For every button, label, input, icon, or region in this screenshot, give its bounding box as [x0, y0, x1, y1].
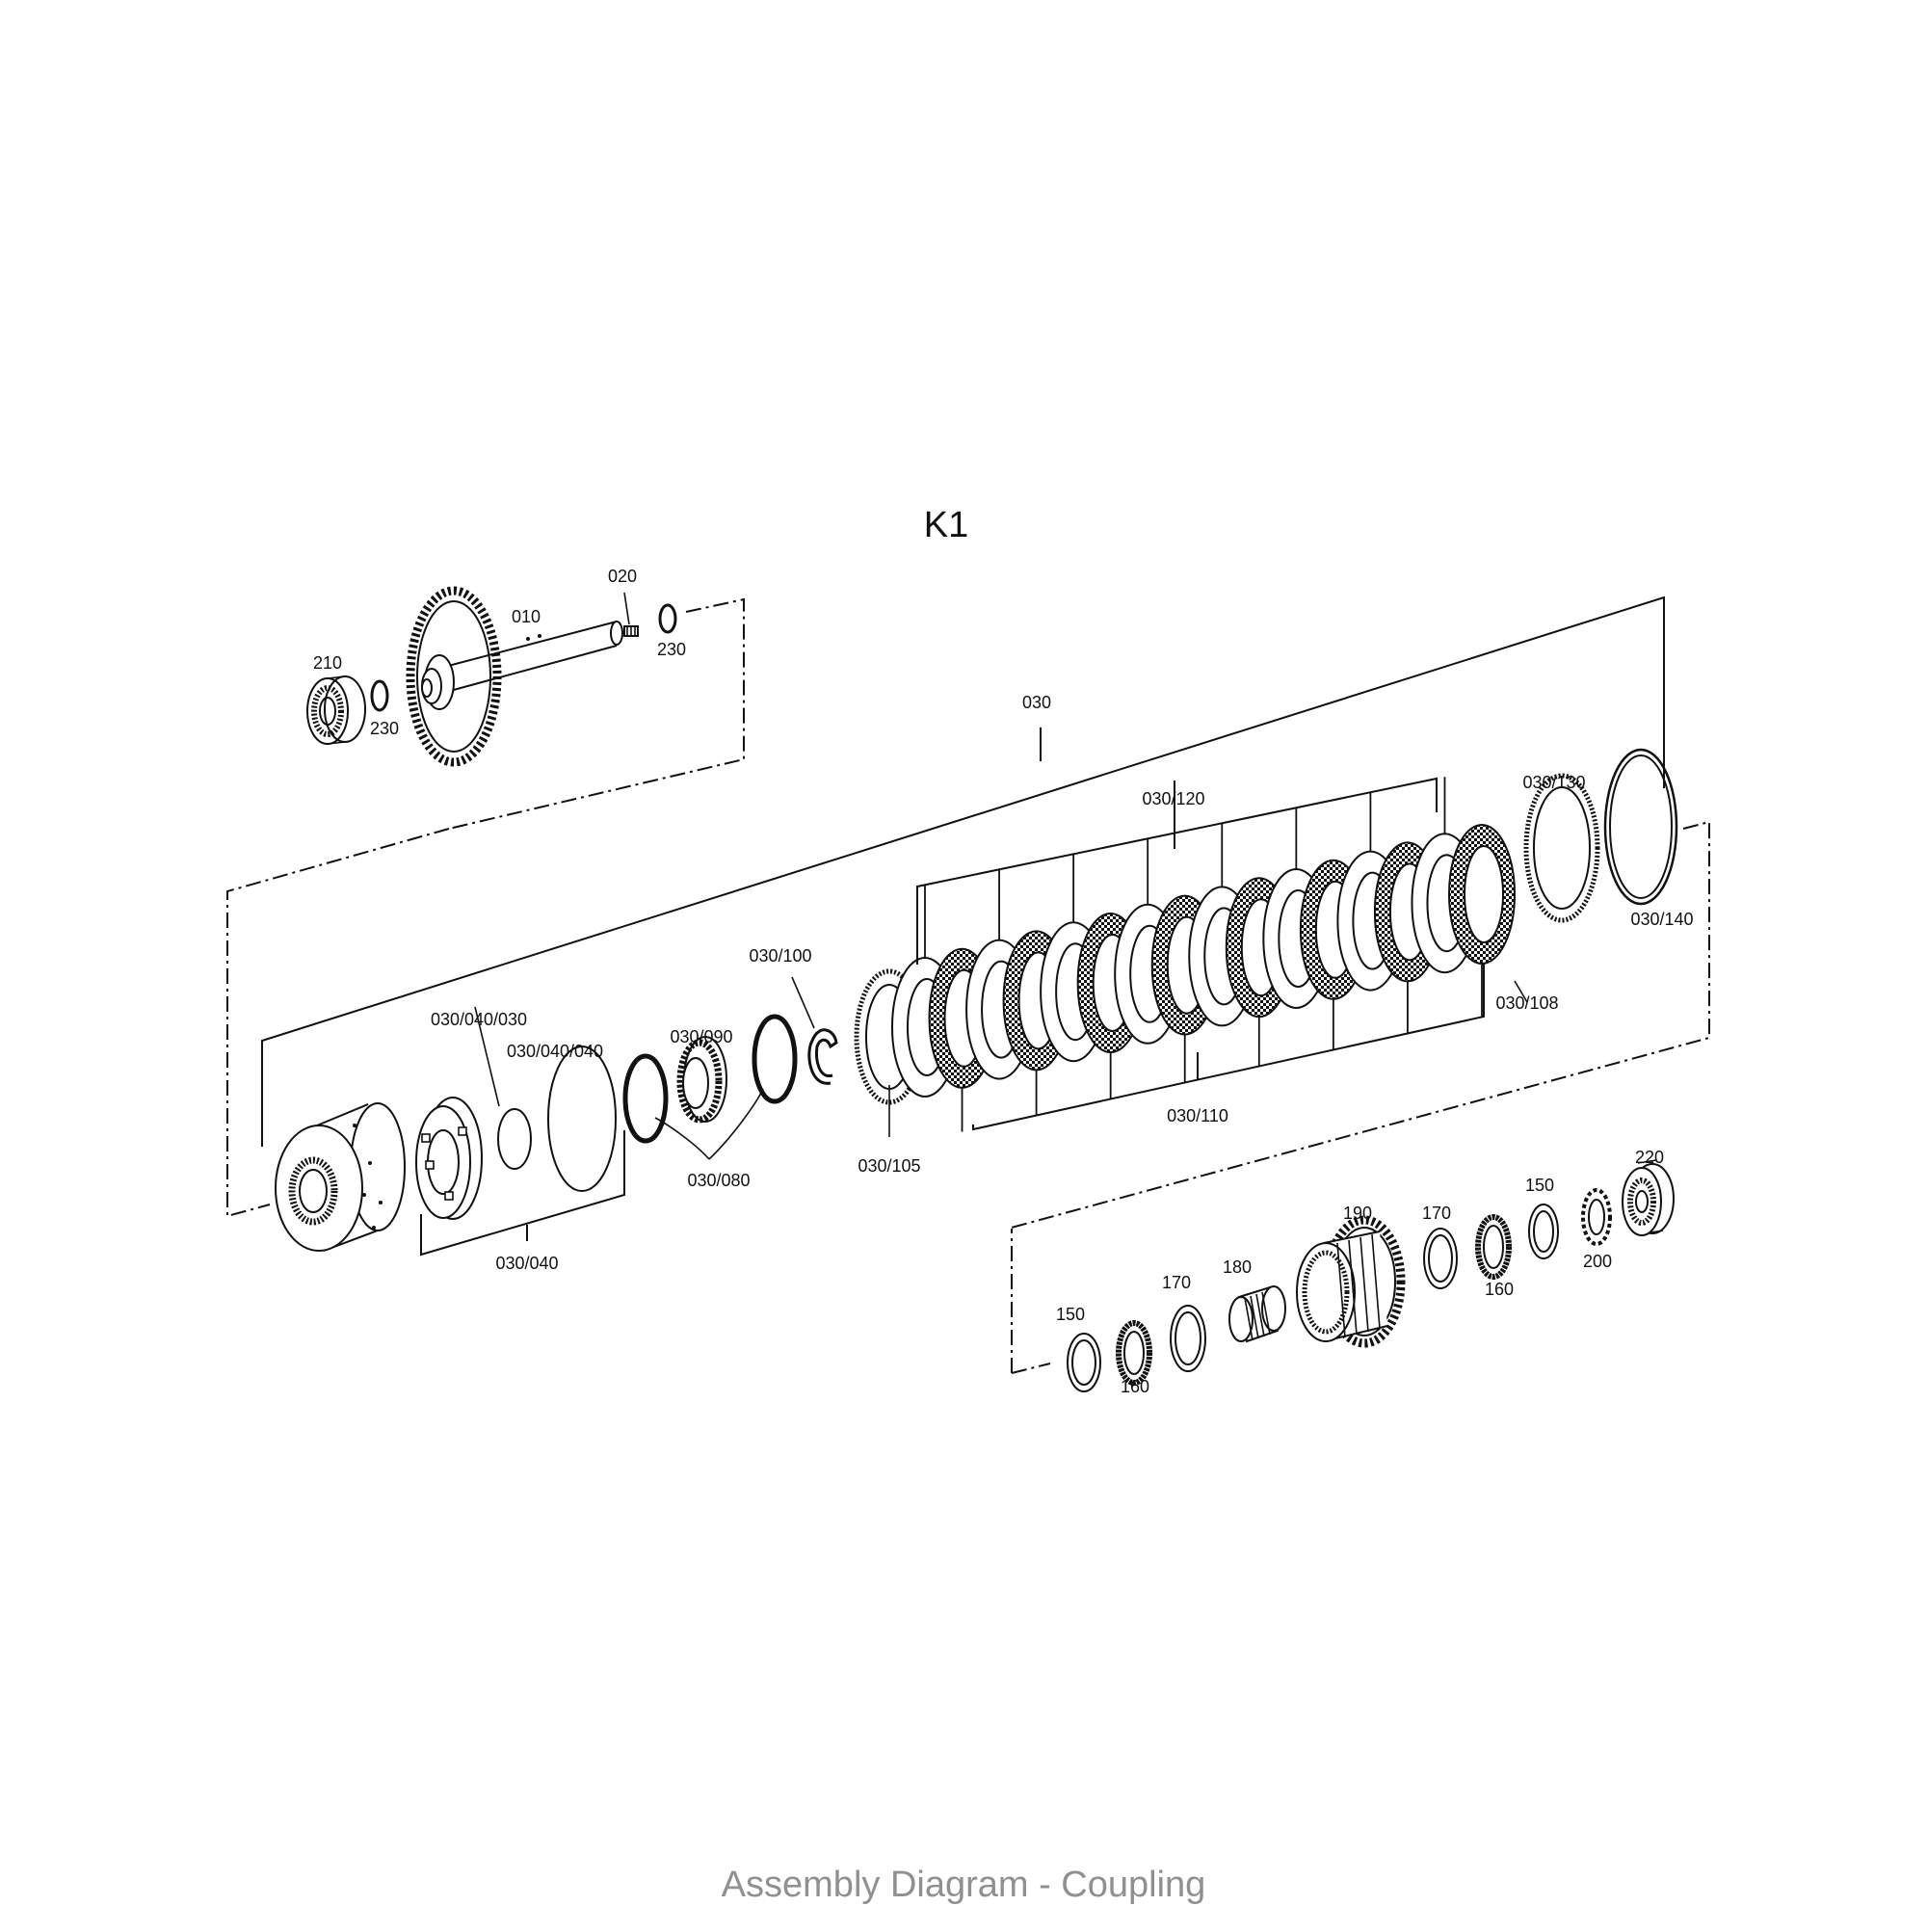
label-220: 220 — [1635, 1148, 1664, 1167]
group-piston: 030/040/030 030/040/040 030/040 030/090 … — [275, 946, 838, 1273]
ring-230-right — [658, 603, 677, 634]
ring-030-140 — [1603, 748, 1678, 906]
main-brackets: 030 — [226, 595, 1710, 1230]
label-150-right: 150 — [1525, 1176, 1554, 1195]
label-030-040-040: 030/040/040 — [507, 1042, 603, 1061]
label-030-100: 030/100 — [749, 946, 811, 966]
label-030: 030 — [1022, 693, 1051, 712]
label-030-090: 030/090 — [670, 1027, 732, 1046]
pin-020 — [623, 625, 639, 637]
label-010: 010 — [512, 607, 541, 626]
label-030-120: 030/120 — [1142, 789, 1204, 808]
washer-170-left — [1170, 1305, 1206, 1372]
label-030-140: 030/140 — [1630, 910, 1693, 929]
label-200: 200 — [1583, 1252, 1612, 1271]
snap-ring-030-100 — [807, 1028, 838, 1085]
disc-stack — [891, 824, 1516, 1098]
label-170-right: 170 — [1422, 1204, 1451, 1223]
clutch-housing — [275, 1102, 406, 1252]
label-170-left: 170 — [1162, 1273, 1191, 1292]
label-030-080: 030/080 — [687, 1171, 750, 1190]
label-030-040: 030/040 — [495, 1254, 558, 1273]
label-180: 180 — [1223, 1257, 1252, 1277]
group-disc-pack: 030/105 030/110 030/120 030/108 030/130 … — [854, 748, 1694, 1176]
gear-shaft-010 — [406, 586, 623, 767]
label-230-right: 230 — [657, 640, 686, 659]
label-210: 210 — [313, 653, 342, 673]
label-160-right: 160 — [1485, 1280, 1514, 1299]
group-shaft: 210 230 010 020 230 — [306, 567, 745, 830]
piston-030-040 — [415, 1097, 483, 1220]
needle-cage-180 — [1228, 1285, 1286, 1343]
disc-bore — [1464, 845, 1504, 943]
diagram-caption: Assembly Diagram - Coupling — [721, 1865, 1206, 1905]
disc-bracket-ticks — [924, 777, 1483, 1132]
label-230-left: 230 — [370, 719, 399, 738]
ring-030-080-right — [752, 1014, 798, 1104]
label-150-left: 150 — [1056, 1305, 1085, 1324]
label-030-040-030: 030/040/030 — [431, 1010, 527, 1029]
label-030-105: 030/105 — [858, 1156, 920, 1176]
label-030-130: 030/130 — [1522, 773, 1585, 792]
label-030-108: 030/108 — [1495, 993, 1558, 1013]
seal-030-040-040 — [547, 1045, 617, 1192]
spring-pack-030-090 — [676, 1036, 727, 1124]
label-160-left: 160 — [1121, 1377, 1149, 1396]
group-output: 150 160 170 180 190 170 160 150 200 220 — [1011, 1148, 1675, 1396]
gear-190 — [1296, 1215, 1406, 1348]
bearing-220 — [1622, 1159, 1675, 1236]
label-190: 190 — [1343, 1204, 1372, 1223]
seal-030-040-030 — [497, 1108, 532, 1170]
ring-230-left — [370, 679, 389, 712]
drawing-title: K1 — [924, 505, 968, 545]
ring-030-080-left — [622, 1053, 669, 1144]
bearing-210 — [306, 675, 366, 745]
label-030-110: 030/110 — [1167, 1106, 1228, 1125]
label-020: 020 — [608, 567, 637, 586]
lock-washer-200 — [1581, 1188, 1612, 1246]
